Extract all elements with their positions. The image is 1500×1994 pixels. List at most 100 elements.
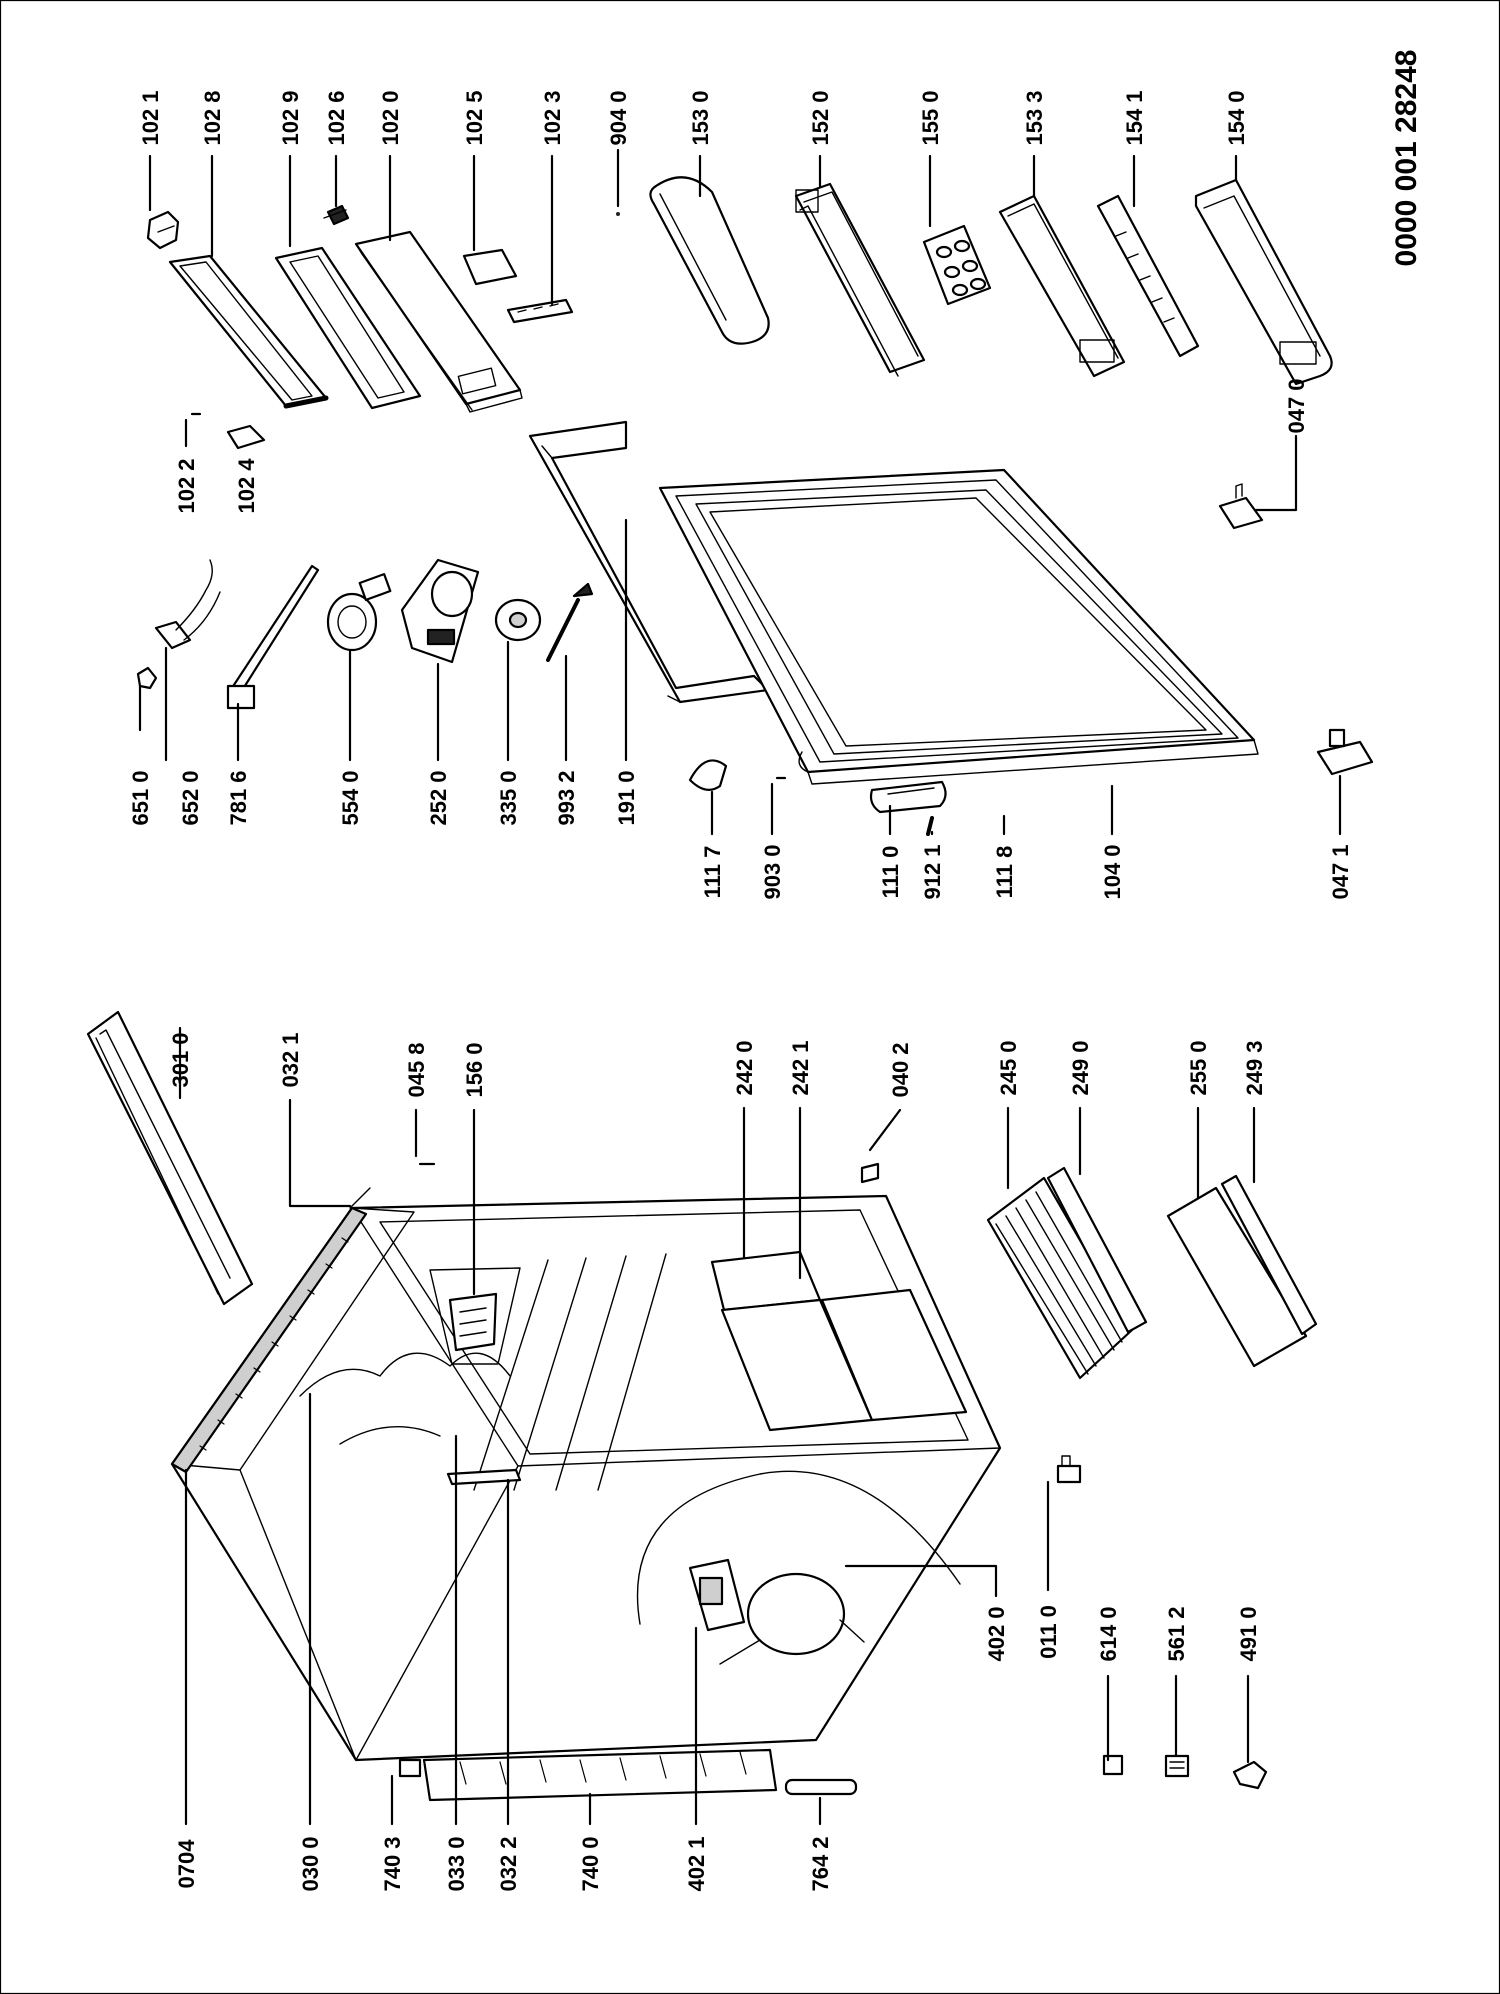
part-154-0-bottle-balcony: [1194, 178, 1333, 386]
label-153-3: 153 3: [1022, 90, 1047, 145]
part-402-0-compressor: [719, 1572, 865, 1665]
part-249-3-shelf-trim: [1220, 1174, 1318, 1336]
label-652-0: 652 0: [178, 770, 203, 825]
label-249-0: 249 0: [1068, 1040, 1093, 1095]
label-903-0: 903 0: [760, 844, 785, 899]
label-154-0: 154 0: [1224, 90, 1249, 145]
part-102-1-hinge-cap: [146, 210, 180, 250]
label-904-0: 904 0: [606, 90, 631, 145]
label-402-0: 402 0: [984, 1606, 1009, 1661]
label-111-7: 111 7: [700, 846, 725, 899]
part-156-0-freezer-evaporator: [448, 1292, 498, 1352]
part-561-2-component: [1164, 1754, 1190, 1778]
part-047-0-bottom-hinge: [1218, 483, 1264, 530]
label-111-0: 111 0: [878, 846, 903, 899]
label-102-1: 102 1: [138, 90, 163, 145]
part-764-2-drier: [784, 1778, 858, 1796]
part-047-1-top-hinge: [1316, 728, 1374, 776]
label-032-2: 032 2: [496, 1836, 521, 1891]
label-102-2: 102 2: [174, 458, 199, 513]
label-0704: 0704: [174, 1839, 199, 1889]
part-904-0-screw: [612, 208, 624, 220]
part-491-0-bracket: [1232, 1760, 1268, 1790]
label-245-0: 245 0: [996, 1040, 1021, 1095]
part-554-0-thermostat-knob: [326, 572, 392, 652]
label-301-0: 301 0: [168, 1032, 193, 1087]
part-0704-back-condenser: [170, 1206, 368, 1474]
part-102-2-pin: [180, 408, 202, 420]
label-047-1: 047 1: [1328, 844, 1353, 899]
label-255-0: 255 0: [1186, 1040, 1211, 1095]
label-045-8: 045 8: [404, 1042, 429, 1097]
label-152-0: 152 0: [808, 90, 833, 145]
label-191-0: 191 0: [614, 770, 639, 825]
part-191-0-door-gasket: [528, 420, 770, 704]
label-011-0: 011 0: [1036, 1605, 1061, 1659]
part-781-6-lamp-cover-strip: [226, 564, 320, 710]
label-740-0: 740 0: [578, 1836, 603, 1891]
label-781-6: 781 6: [226, 770, 251, 825]
part-102-8-flap-frame: [168, 254, 329, 409]
part-335-0-thermostat-dial: [494, 598, 542, 642]
part-104-0-door: [658, 468, 1259, 785]
label-912-1: 912 1: [920, 844, 945, 899]
label-402-1: 402 1: [684, 1836, 709, 1891]
part-045-8-foot: [404, 1156, 436, 1172]
part-740-3-condenser-clip: [398, 1758, 422, 1778]
label-102-0: 102 0: [378, 90, 403, 145]
part-011-0-foot: [1056, 1455, 1082, 1484]
label-102-5: 102 5: [462, 90, 487, 145]
label-335-0: 335 0: [496, 770, 521, 825]
label-033-0: 033 0: [444, 1836, 469, 1891]
part-155-0-egg-tray: [922, 224, 992, 306]
part-033-0-liner-deflector: [299, 1352, 511, 1445]
label-561-2: 561 2: [1164, 1606, 1189, 1661]
part-111-7-handle-cap: [688, 759, 728, 791]
label-156-0: 156 0: [462, 1042, 487, 1097]
part-102-3-flap-latch: [506, 298, 574, 324]
label-047-0: 047 0: [1284, 378, 1309, 433]
part-153-3-door-balcony: [998, 194, 1126, 378]
part-652-0-wiring-harness: [154, 559, 221, 650]
label-032-1: 032 1: [278, 1032, 303, 1087]
label-242-1: 242 1: [788, 1040, 813, 1095]
label-102-6: 102 6: [324, 90, 349, 145]
label-102-9: 102 9: [278, 90, 303, 145]
part-number-labels: 102 1 102 8 102 9 102 6 102 0 102 5 102 …: [128, 90, 1353, 1891]
part-111-0-door-handle: [869, 780, 947, 814]
label-740-3: 740 3: [380, 1836, 405, 1891]
part-252-0-thermostat-housing: [400, 558, 480, 664]
part-102-9-flap-gasket: [274, 246, 422, 410]
label-491-0: 491 0: [1236, 1606, 1261, 1661]
part-249-0-shelf-trim: [1046, 1166, 1148, 1334]
part-030-0-cabinet: [170, 1194, 1002, 1762]
part-102-5-flap-plate: [462, 248, 518, 286]
label-249-3: 249 3: [1242, 1040, 1267, 1095]
label-614-0: 614 0: [1096, 1606, 1121, 1661]
label-155-0: 155 0: [918, 90, 943, 145]
part-154-1-bottle-retainer: [1096, 194, 1200, 358]
part-255-0-glass-shelf: [1166, 1186, 1308, 1368]
label-993-2: 993 2: [554, 770, 579, 825]
part-102-6-flap-hinge: [323, 204, 350, 226]
part-153-0-door-shelf-cover: [649, 176, 770, 345]
part-651-0-lamp-holder: [136, 666, 158, 690]
label-764-2: 764 2: [808, 1836, 833, 1891]
part-993-2-sensor: [546, 582, 594, 662]
part-102-4-clip: [226, 424, 266, 450]
label-040-2: 040 2: [888, 1042, 913, 1097]
part-111-8-screw: [1000, 808, 1008, 824]
label-104-0: 104 0: [1100, 844, 1125, 899]
label-102-3: 102 3: [540, 90, 565, 145]
part-903-0-screw: [767, 773, 787, 783]
part-912-1-screw: [926, 816, 934, 836]
part-032-1-trim: [349, 1187, 371, 1209]
label-242-0: 242 0: [732, 1040, 757, 1095]
part-242-1-crisper-drawer: [720, 1288, 968, 1432]
label-154-1: 154 1: [1122, 90, 1147, 145]
part-032-2-front-strip: [446, 1468, 522, 1486]
part-102-0-freezer-flap: [354, 230, 523, 413]
label-102-4: 102 4: [234, 458, 259, 514]
label-102-8: 102 8: [200, 90, 225, 145]
